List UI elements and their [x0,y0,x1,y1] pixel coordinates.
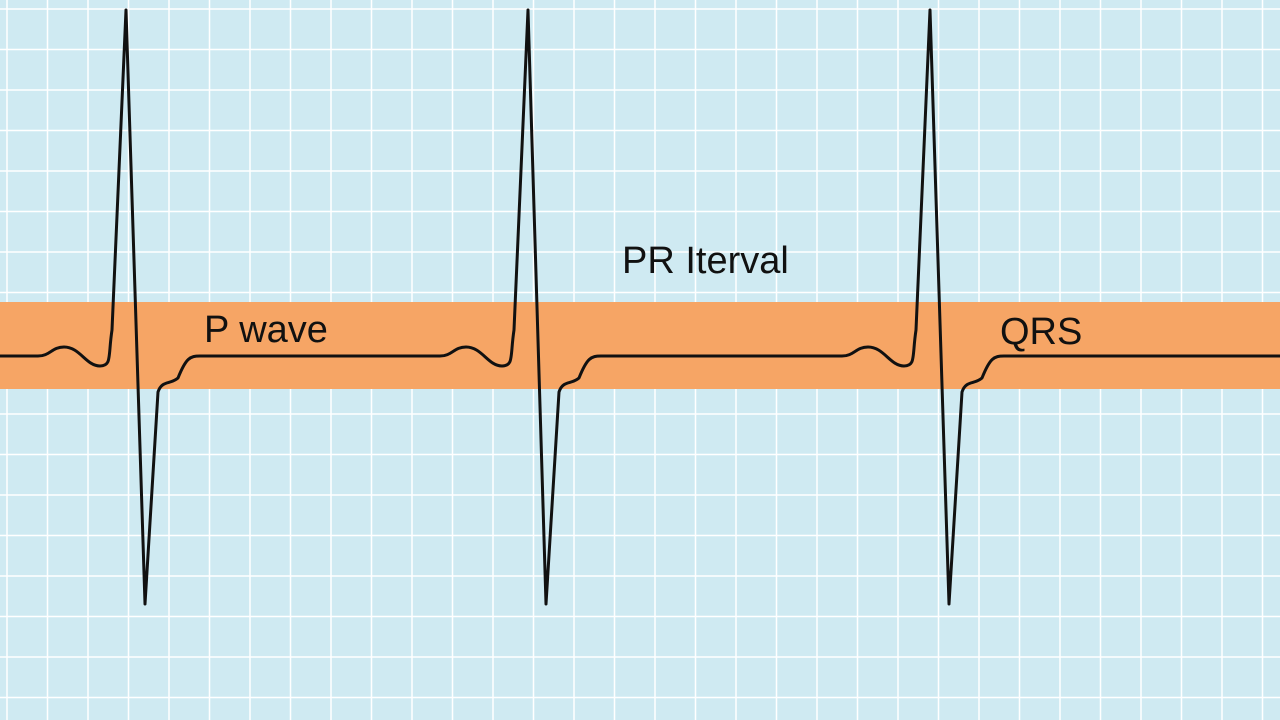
ecg-trace [0,8,1280,606]
p-wave-label: P wave [204,309,328,351]
qrs-label: QRS [1000,311,1083,353]
highlight-band [0,302,1280,389]
pr-interval-label: PR Iterval [622,240,789,282]
